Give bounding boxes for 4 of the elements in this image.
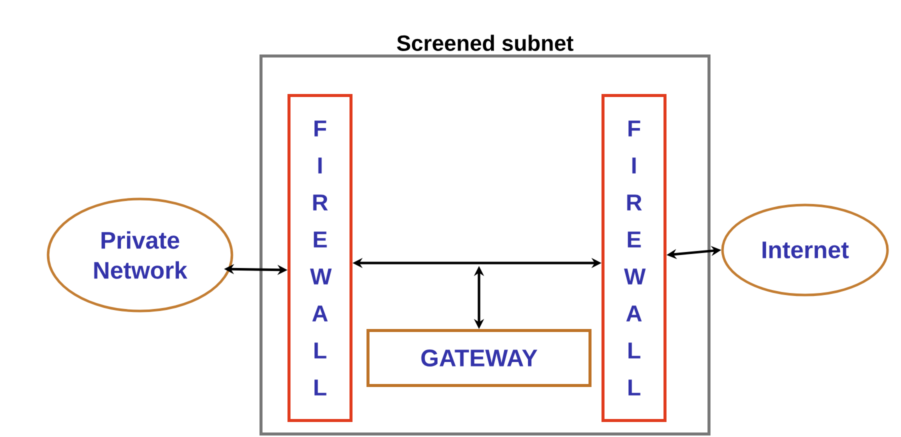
firewall-box: F I R E W A L L: [602, 94, 666, 422]
gateway-box: GATEWAY: [366, 329, 592, 387]
node-label: Screened subnet: [396, 34, 574, 51]
firewall-box: F I R E W A L L: [288, 94, 352, 422]
